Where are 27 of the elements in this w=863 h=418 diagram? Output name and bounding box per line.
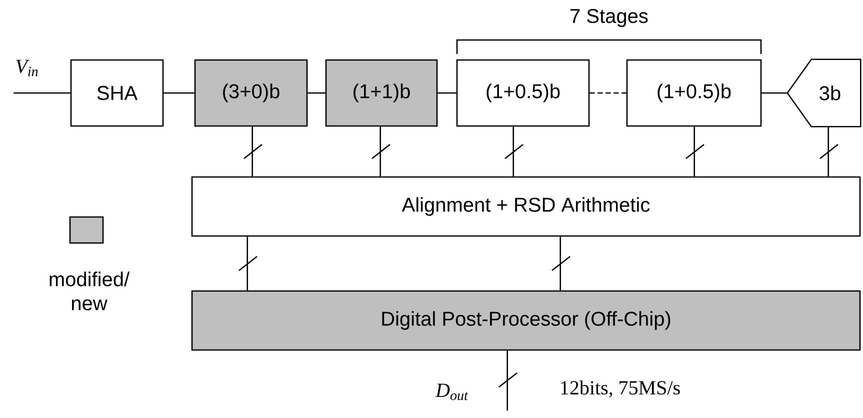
bus-line: [685, 126, 705, 177]
block-box: (1+1)b: [325, 59, 438, 127]
bus-line: [371, 126, 391, 177]
bus-line: [551, 236, 571, 291]
block-box: (1+0.5)b: [626, 59, 762, 127]
signal-line: [14, 92, 70, 94]
label-text: D$_{out}$: [435, 384, 468, 400]
output-stage-box: 3b: [786, 58, 862, 128]
block-box: (3+0)b: [194, 59, 308, 127]
bus-line: [504, 126, 524, 177]
bus-line: [238, 236, 258, 291]
signal-line: [438, 92, 456, 94]
signal-line: [762, 92, 788, 94]
processor-box: Alignment + RSD Arithmetic: [191, 176, 861, 237]
signal-line: [590, 92, 626, 94]
label-text: 7 Stages: [570, 8, 648, 28]
label-text: 12bits, 75MS/s: [561, 380, 680, 398]
bus-line: [819, 126, 839, 177]
bus-line: [498, 350, 518, 412]
block-box: SHA: [70, 59, 164, 127]
signal-label: V$_{in}$: [16, 60, 38, 76]
signal-line: [164, 92, 194, 94]
legend-text: modified/ new: [50, 272, 130, 310]
block-box: (1+0.5)b: [456, 59, 590, 127]
processor-box: Digital Post-Processor (Off-Chip): [191, 290, 861, 351]
bus-line: [243, 126, 263, 177]
signal-line: [308, 92, 326, 94]
